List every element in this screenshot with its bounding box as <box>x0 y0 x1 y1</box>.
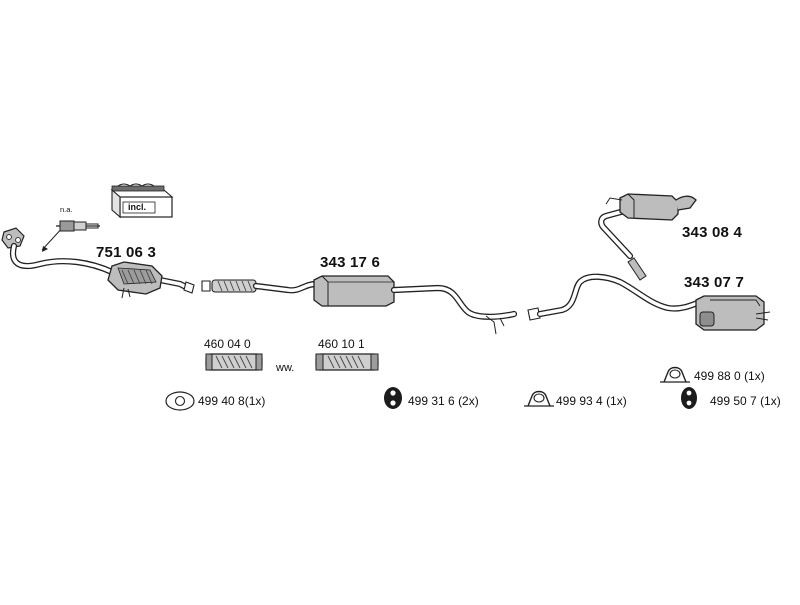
part-499507-qty: (1x) <box>760 394 781 408</box>
part-499934-qty: (1x) <box>606 394 627 408</box>
part-499408-qty: (1x) <box>244 394 266 408</box>
alternative-note: ww. <box>276 362 295 374</box>
part-499316-number: 499 31 6 <box>408 394 455 408</box>
gasket-icon <box>165 391 195 411</box>
rear-silencer-icon <box>598 193 697 281</box>
rubber-strip-icon <box>660 366 690 383</box>
part-number-343084: 343 08 4 <box>682 224 742 241</box>
flex-pipe-icon <box>205 353 263 371</box>
catalytic-converter-icon <box>107 261 163 299</box>
mounting-kit-box-icon <box>110 183 174 219</box>
part-number-343077: 343 07 7 <box>684 274 744 291</box>
front-pipe-icon <box>1 227 195 294</box>
part-499880-number: 499 88 0 <box>694 369 741 383</box>
part-number-460101: 460 10 1 <box>318 337 365 351</box>
rear-silencer-icon <box>527 273 771 331</box>
part-number-499934: 499 93 4 (1x) <box>556 394 627 408</box>
part-number-499316: 499 31 6 (2x) <box>408 394 479 408</box>
part-number-499507: 499 50 7 (1x) <box>710 394 781 408</box>
part-number-499408: 499 40 8(1x) <box>198 394 265 408</box>
part-number-499880: 499 88 0 (1x) <box>694 369 765 383</box>
part-number-460040: 460 04 0 <box>204 337 251 351</box>
part-499408-number: 499 40 8 <box>198 394 245 408</box>
flex-pipe-icon <box>315 353 379 371</box>
rubber-mount-icon <box>681 387 697 409</box>
lambda-sensor-icon <box>41 220 100 252</box>
part-499507-number: 499 50 7 <box>710 394 757 408</box>
not-available-note: n.a. <box>60 205 73 214</box>
part-number-751063: 751 06 3 <box>96 244 156 261</box>
rubber-mount-icon <box>384 387 402 409</box>
part-number-343176: 343 17 6 <box>320 254 380 271</box>
included-note: incl. <box>128 202 147 212</box>
middle-silencer-icon <box>252 275 518 335</box>
rubber-strip-icon <box>524 390 554 407</box>
flex-pipe-icon <box>201 279 257 293</box>
part-499880-qty: (1x) <box>744 369 765 383</box>
part-499316-qty: (2x) <box>458 394 479 408</box>
part-499934-number: 499 93 4 <box>556 394 603 408</box>
